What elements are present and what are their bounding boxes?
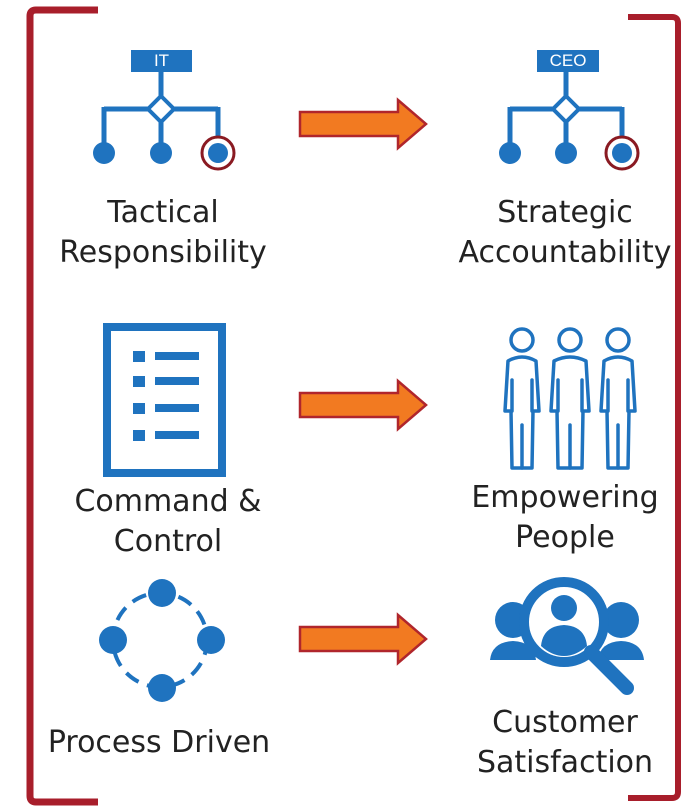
customer-satisfaction-label: Customer Satisfaction	[476, 705, 654, 780]
org-chart-tag-box	[537, 50, 599, 72]
process-driven-label: Process Driven	[47, 725, 271, 760]
transition-arrow	[298, 378, 428, 432]
command-control-label: Command & Control	[74, 484, 262, 559]
strategic-accountability-label: Strategic Accountability	[458, 195, 672, 270]
org-chart-icon: CEO	[499, 50, 640, 171]
org-chart-tag-text: IT	[154, 51, 169, 70]
org-chart-tag-text: CEO	[550, 51, 587, 70]
transition-arrow	[298, 97, 428, 151]
org-chart-icon: IT	[93, 50, 236, 171]
customer-search-icon	[490, 577, 644, 695]
empowering-people-label: Empowering People	[471, 480, 659, 555]
right-bracket	[628, 14, 681, 801]
checklist-icon	[103, 323, 226, 477]
org-chart-tag-box	[131, 50, 192, 72]
transition-arrow	[298, 612, 428, 666]
left-bracket	[26, 6, 98, 806]
process-cycle-icon	[99, 579, 225, 702]
people-group-icon	[503, 327, 637, 470]
tactical-responsibility-label: Tactical Responsibility	[59, 195, 267, 270]
